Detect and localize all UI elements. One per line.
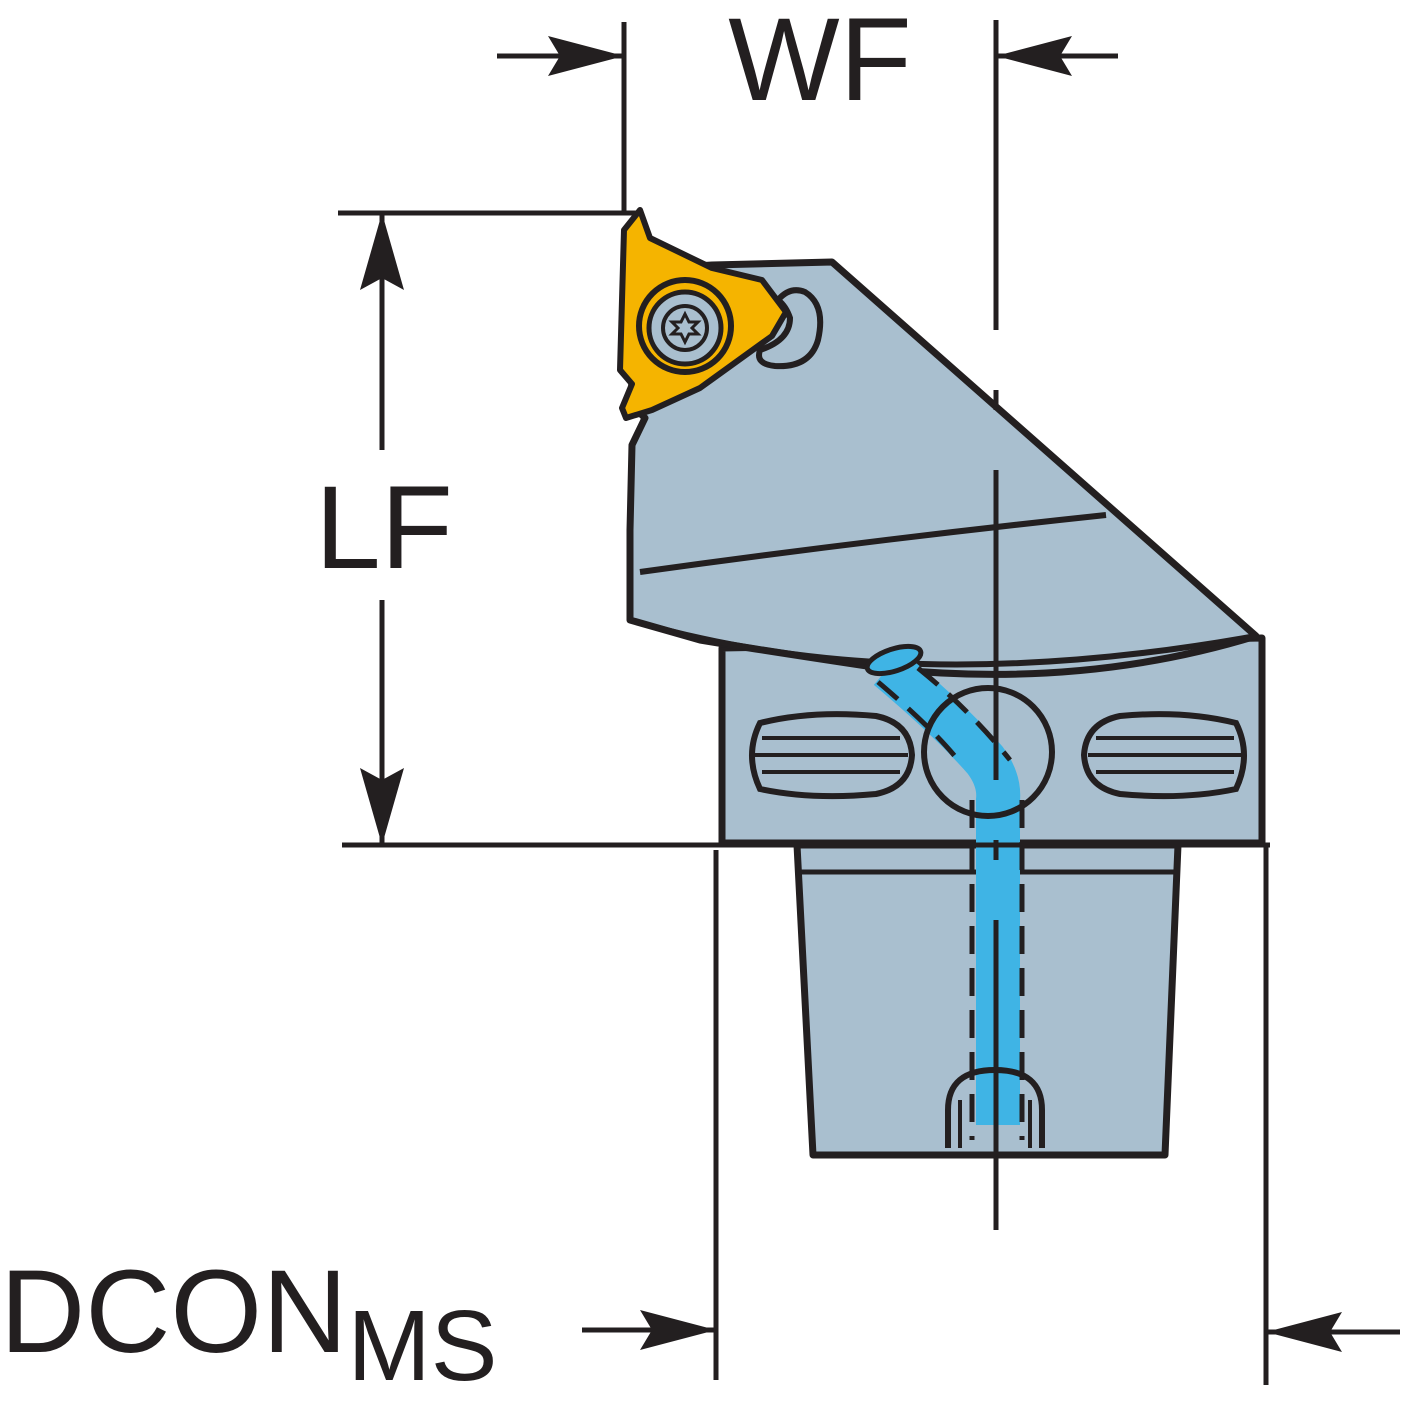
label-wf: WF [728,0,911,126]
coolant-channel [864,643,1025,1140]
torx-screw-icon [661,304,709,352]
label-dcon: DCONMS [0,1246,497,1402]
label-dcon-subscript: MS [347,1290,497,1402]
dimension-wf [497,22,1118,215]
dimension-dcon [582,845,1400,1385]
clamp-slot-left [749,711,916,800]
coolant-port [921,685,1055,819]
label-lf: LF [315,462,453,594]
clamp-slot-right [1080,711,1247,800]
insert-clamp-pocket [756,287,824,370]
dimension-lf [338,210,1270,848]
label-dcon-main: DCON [0,1246,347,1378]
